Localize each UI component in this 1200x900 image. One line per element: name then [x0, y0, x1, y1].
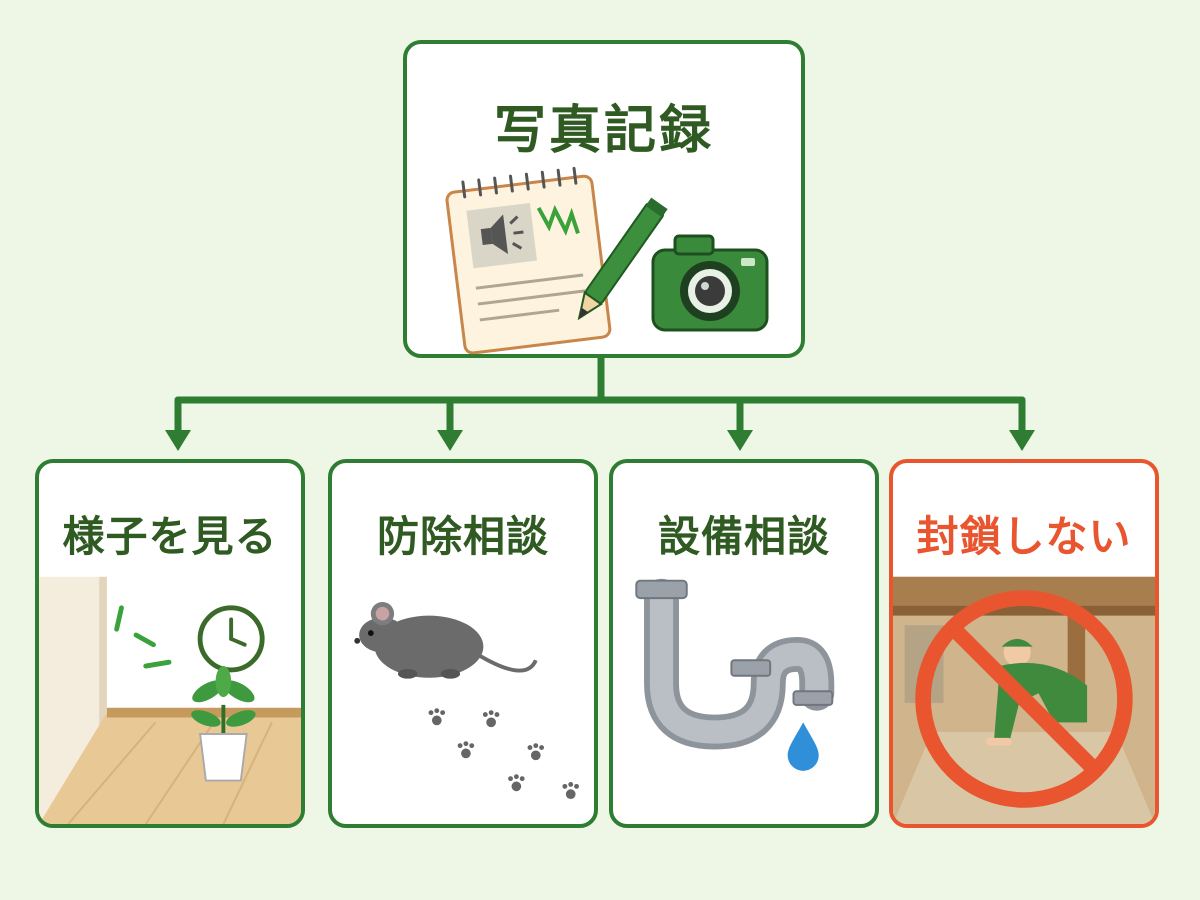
camera-icon — [651, 234, 769, 332]
notebook-icon — [445, 166, 612, 354]
no-crawlspace-entry-icon — [893, 576, 1155, 824]
arrow-head-2 — [437, 430, 463, 451]
water-drop-icon — [787, 722, 819, 771]
child-title-4: 封鎖しない — [916, 512, 1132, 561]
child-node-do-not-seal: 封鎖しない — [889, 459, 1159, 828]
record-illustration — [445, 166, 769, 354]
pipe-icon — [644, 578, 835, 750]
clock-icon — [197, 605, 265, 673]
child-node-wait-and-see: 様子を見る — [35, 459, 305, 828]
speaker-icon — [480, 214, 524, 255]
zigzag-mark — [536, 204, 580, 236]
child-node-pest-control: 防除相談 — [328, 459, 598, 828]
arrow-head-4 — [1009, 430, 1035, 451]
child-title-2: 防除相談 — [376, 512, 549, 561]
pipe-leak-icon — [635, 578, 835, 771]
child-node-facility: 設備相談 — [609, 459, 879, 828]
child-title-3: 設備相談 — [657, 512, 830, 561]
pencil-icon — [577, 197, 668, 321]
arrow-head-1 — [165, 430, 191, 451]
plant-icon — [191, 666, 256, 782]
mouse-icon — [354, 602, 579, 799]
child-title-1: 様子を見る — [62, 512, 278, 561]
mouse-body — [354, 602, 538, 679]
arrow-head-3 — [727, 430, 753, 451]
clock-plant-icon — [39, 576, 301, 824]
root-title: 写真記録 — [493, 101, 714, 161]
root-node: 写真記録 — [403, 40, 805, 358]
footprints-icon — [428, 708, 579, 799]
prohibition-icon — [915, 590, 1133, 808]
